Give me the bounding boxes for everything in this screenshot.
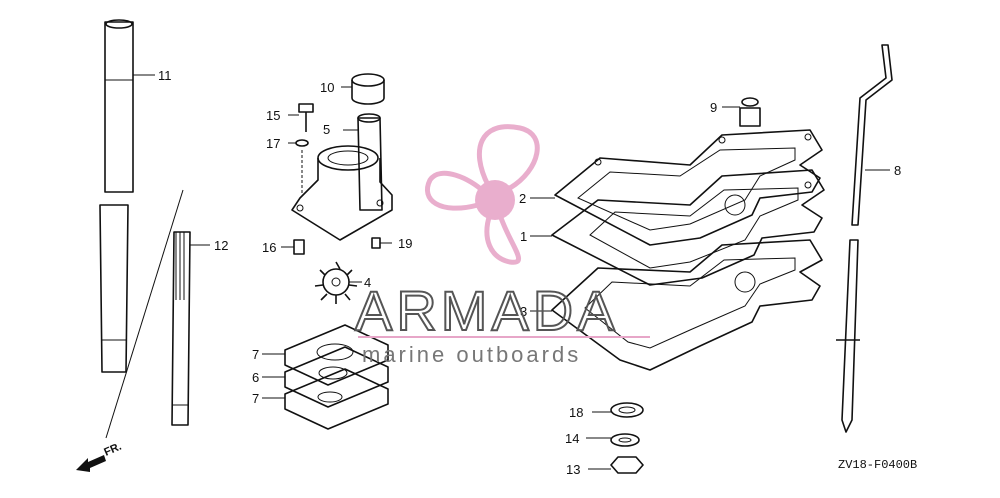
part-3-gasket: [530, 239, 823, 371]
callout-3: 3: [520, 304, 527, 319]
part-16-dowel-pin: [281, 239, 305, 255]
part-18-bearing: [592, 402, 644, 418]
callout-15: 15: [266, 108, 280, 123]
part-6-plate: [262, 346, 389, 408]
callout-6: 6: [252, 370, 259, 385]
callout-13: 13: [566, 462, 580, 477]
part-17-washer: [288, 139, 309, 195]
part-5-pump-housing: [291, 113, 393, 241]
watermark-brand: ARMADA: [355, 279, 619, 342]
part-1-plate: [530, 169, 825, 286]
part-7-gasket-upper: [262, 324, 389, 386]
callout-2: 2: [519, 191, 526, 206]
part-10-collar: [341, 73, 385, 105]
callout-19: 19: [398, 236, 412, 251]
part-12-drive-shaft: [171, 231, 210, 426]
callout-16: 16: [262, 240, 276, 255]
watermark-tagline: marine outboards: [362, 342, 581, 367]
part-13-nut: [588, 456, 644, 474]
callout-4: 4: [364, 275, 371, 290]
diagram-part-code: ZV18-F0400B: [838, 458, 917, 472]
part-9-grommet: [722, 97, 761, 127]
propeller-logo: [425, 124, 540, 265]
callout-14: 14: [565, 431, 579, 446]
callout-17: 17: [266, 136, 280, 151]
part-11-shaft-tube: [99, 19, 184, 439]
callout-10: 10: [320, 80, 334, 95]
callout-7-lower: 7: [252, 391, 259, 406]
part-4-impeller: [314, 261, 362, 304]
front-direction-label: FR.: [102, 441, 123, 459]
callout-5: 5: [323, 122, 330, 137]
callout-1: 1: [520, 229, 527, 244]
callout-9: 9: [710, 100, 717, 115]
part-19-pin: [371, 237, 392, 249]
part-8-water-tube: [836, 44, 893, 433]
callout-8: 8: [894, 163, 901, 178]
callout-7-upper: 7: [252, 347, 259, 362]
part-2-gasket: [530, 129, 823, 246]
front-arrow-icon: [76, 455, 106, 472]
part-14-washer: [586, 433, 640, 447]
callout-11: 11: [158, 68, 172, 83]
callout-18: 18: [569, 405, 583, 420]
part-7-gasket-lower: [262, 368, 389, 430]
callout-12: 12: [214, 238, 228, 253]
part-15-bolt: [288, 103, 314, 132]
